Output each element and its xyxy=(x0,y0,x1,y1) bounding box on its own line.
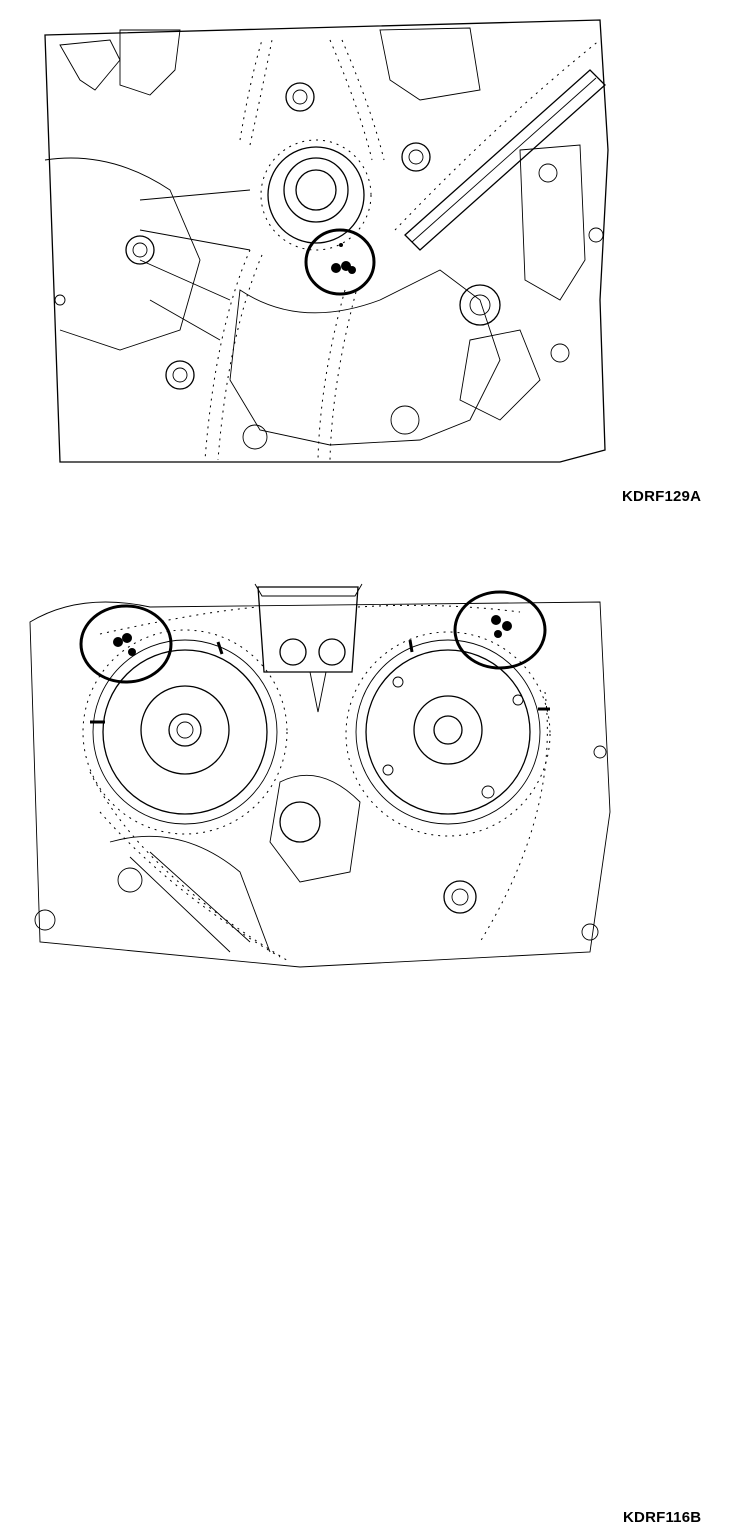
casting-contour xyxy=(109,835,271,953)
casting-detail xyxy=(519,144,586,301)
casting-detail xyxy=(269,774,361,883)
rib-lines xyxy=(139,189,251,341)
casting-detail xyxy=(119,29,181,96)
stud xyxy=(538,163,558,183)
stud xyxy=(588,227,604,243)
cylinder-head-outline xyxy=(29,601,611,968)
casting-detail xyxy=(459,329,541,421)
cam-timing-mark xyxy=(408,639,414,653)
bolt xyxy=(401,142,431,172)
bolt xyxy=(285,82,315,112)
bolt-hole xyxy=(54,294,66,306)
figure-caption-top: KDRF129A xyxy=(622,488,702,505)
timing-chain xyxy=(317,289,346,461)
timing-chain xyxy=(204,249,251,461)
cam-timing-mark xyxy=(216,641,224,655)
timing-mark-highlight xyxy=(304,228,376,296)
bottom-diagram: KDRF116B xyxy=(0,512,736,1526)
engine-block-outline xyxy=(44,19,609,463)
bolt-hole xyxy=(279,801,321,843)
stud xyxy=(593,745,607,759)
casting-detail xyxy=(379,27,481,101)
timing-mark-highlight-left xyxy=(79,604,173,684)
bolt-hole xyxy=(242,424,268,450)
bolt xyxy=(451,888,469,906)
timing-chain xyxy=(89,771,291,963)
upper-chain-guide xyxy=(254,583,363,713)
bolt xyxy=(165,360,195,390)
timing-mark-highlight-right xyxy=(453,590,547,670)
timing-chain xyxy=(394,39,601,231)
bolt xyxy=(125,235,155,265)
chain-guide xyxy=(404,69,606,251)
top-diagram: KDRF129A xyxy=(0,0,736,512)
casting-detail xyxy=(59,39,121,91)
figure-caption-bottom: KDRF116B xyxy=(623,1509,702,1526)
timing-chain xyxy=(479,691,548,943)
bolt-hole xyxy=(34,909,56,931)
water-pump-housing xyxy=(229,269,501,446)
casting-contour xyxy=(44,157,201,351)
timing-chain xyxy=(329,291,357,461)
timing-chain xyxy=(217,254,263,461)
bolt-hole xyxy=(117,867,143,893)
timing-chain xyxy=(357,604,521,613)
bolt-hole xyxy=(390,405,420,435)
chain-guide-inner xyxy=(411,77,597,243)
timing-chain xyxy=(249,39,273,146)
timing-chain xyxy=(239,39,263,141)
timing-chain xyxy=(341,39,385,161)
crankshaft-sprocket xyxy=(260,139,372,251)
bottom-engine-drawing xyxy=(29,583,611,968)
stud xyxy=(550,343,570,363)
exhaust-cam-sprocket xyxy=(345,631,551,837)
bolt xyxy=(459,284,501,326)
intake-cam-sprocket xyxy=(82,629,288,835)
timing-chain xyxy=(99,606,259,635)
stud xyxy=(581,923,599,941)
bolt xyxy=(443,880,477,914)
rib-lines xyxy=(129,851,251,953)
top-engine-drawing xyxy=(44,19,609,463)
